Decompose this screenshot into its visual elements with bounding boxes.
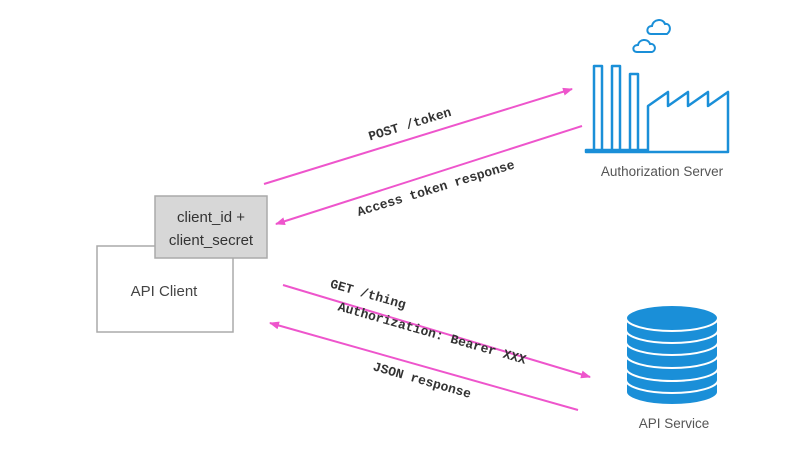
cloud-icon-small (632, 39, 656, 53)
auth-server-label: Authorization Server (601, 164, 724, 179)
credentials-line-1: client_id + (177, 209, 245, 226)
database-icon (625, 304, 719, 406)
authorization-header-label: Authorization: Bearer XXX (336, 300, 528, 368)
json-response-arrow (269, 321, 579, 411)
api-service-label: API Service (639, 416, 710, 431)
api-client-box (96, 245, 234, 333)
post-token-arrow (263, 87, 573, 185)
api-client-node: API Client (96, 245, 234, 333)
get-thing-arrow (282, 284, 591, 379)
credentials-box (154, 195, 268, 259)
credentials-node: client_id + client_secret (154, 195, 268, 259)
access-token-response-label: Access token response (355, 157, 516, 219)
factory-icon (584, 64, 730, 154)
access-token-response-arrow (275, 125, 583, 226)
api-client-label: API Client (131, 283, 199, 300)
cloud-icon-large (646, 19, 671, 35)
credentials-line-2: client_secret (169, 232, 254, 249)
